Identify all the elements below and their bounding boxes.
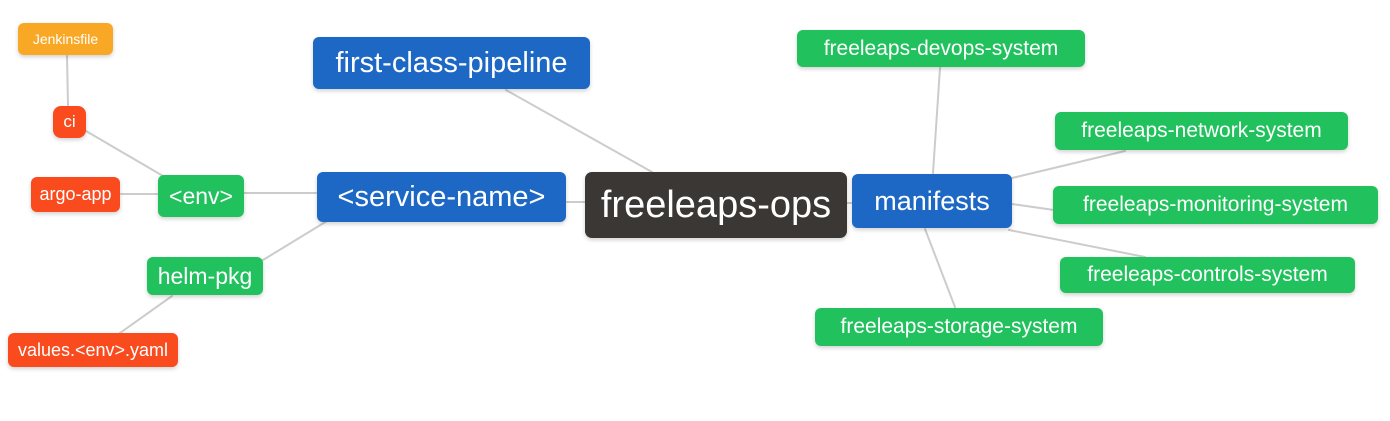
node-freeleaps-controls-system[interactable]: freeleaps-controls-system: [1060, 257, 1355, 293]
edge-helm-pkg-service-name: [262, 220, 328, 261]
node-argo-app[interactable]: argo-app: [31, 177, 120, 212]
node-jenkinsfile[interactable]: Jenkinsfile: [18, 23, 113, 55]
edge-manifests-controls-system: [1008, 229, 1146, 258]
node-freeleaps-network-system[interactable]: freeleaps-network-system: [1055, 112, 1348, 150]
node-freeleaps-devops-system[interactable]: freeleaps-devops-system: [797, 30, 1085, 67]
edge-values-helm-pkg: [119, 295, 173, 334]
edge-manifests-monitoring-system: [1011, 203, 1055, 211]
edge-pipeline-freeleaps-ops: [505, 89, 653, 173]
node-service-name[interactable]: <service-name>: [317, 172, 566, 222]
node-first-class-pipeline[interactable]: first-class-pipeline: [313, 37, 590, 89]
node-env[interactable]: <env>: [158, 175, 244, 217]
edge-ci-env: [85, 130, 164, 177]
node-manifests[interactable]: manifests: [852, 174, 1012, 228]
node-values-env-yaml[interactable]: values.<env>.yaml: [8, 333, 178, 367]
node-freeleaps-monitoring-system[interactable]: freeleaps-monitoring-system: [1053, 186, 1378, 224]
node-helm-pkg[interactable]: helm-pkg: [147, 257, 263, 295]
node-freeleaps-ops[interactable]: freeleaps-ops: [585, 172, 847, 238]
node-freeleaps-storage-system[interactable]: freeleaps-storage-system: [815, 308, 1103, 346]
edge-manifests-devops-system: [932, 67, 941, 174]
edge-manifests-storage-system: [924, 228, 956, 308]
edge-jenkinsfile-ci: [66, 55, 69, 106]
node-ci[interactable]: ci: [53, 106, 86, 138]
edge-manifests-network-system: [1011, 150, 1126, 179]
